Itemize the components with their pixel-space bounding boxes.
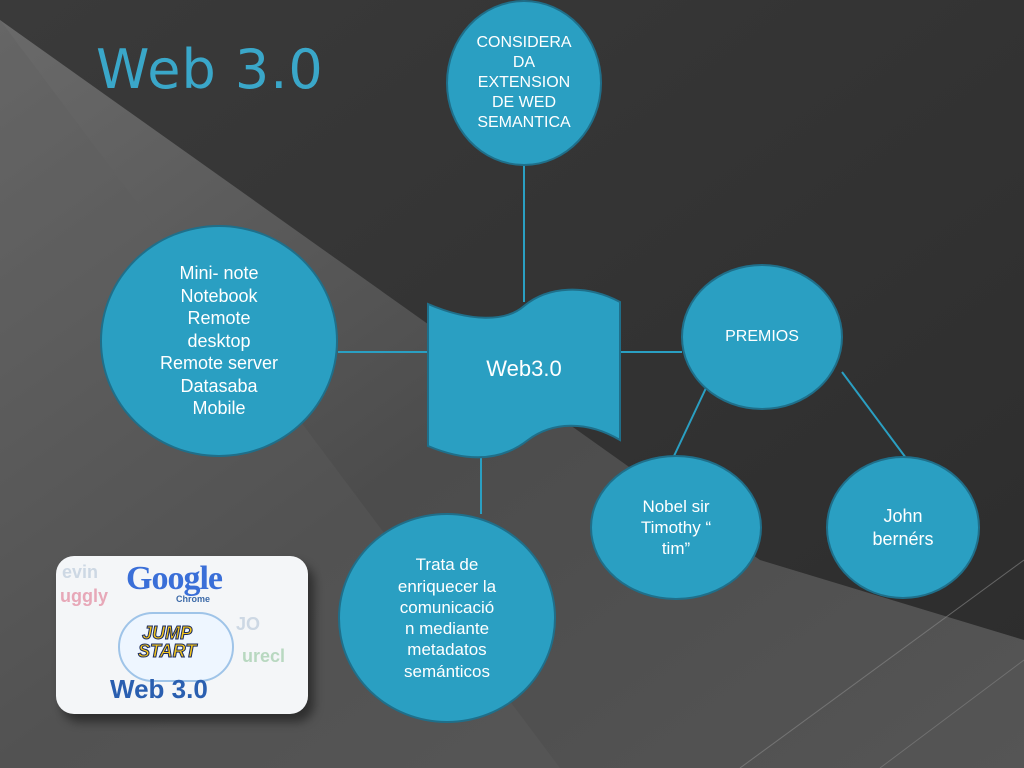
node-trata-line: n mediante: [404, 619, 490, 638]
logo-background-text: JO: [236, 614, 261, 634]
node-top-line: SEMANTICA: [477, 114, 571, 131]
node-left-line: Mini- note: [179, 263, 259, 284]
node-semantic-extension: CONSIDERA DA EXTENSION DE WED SEMANTICA: [446, 0, 602, 166]
node-trata-line: enriquecer la: [397, 576, 497, 596]
node-premios: PREMIOS: [681, 264, 843, 410]
node-nobel: Nobel sir Timothy “ tim”: [590, 455, 762, 600]
node-devices: Mini- note Notebook Remote desktop Remot…: [100, 225, 338, 457]
logo-background-text: uggly: [60, 586, 108, 606]
logo-chrome-label: Chrome: [176, 594, 211, 604]
connector-john: [841, 371, 907, 459]
node-trata-line: semánticos: [404, 661, 490, 681]
node-top-line: CONSIDERA: [476, 34, 572, 51]
node-left-line: Mobile: [192, 398, 246, 419]
node-nobel-line: tim”: [661, 539, 691, 559]
node-trata-line: comunicació: [399, 597, 495, 617]
node-trata-line: Trata de: [415, 555, 479, 575]
logo-jump-start: JUMP START: [137, 623, 197, 661]
node-premios-label: PREMIOS: [725, 328, 799, 345]
node-left-line: Remote: [187, 308, 251, 329]
node-left-line: Notebook: [180, 285, 258, 306]
node-metadata-description: Trata de enriquecer la comunicació n med…: [338, 513, 556, 723]
slide-title: Web 3.0: [96, 38, 324, 101]
node-top-line: EXTENSION: [477, 74, 571, 91]
node-top-line: DA: [512, 54, 536, 71]
logo-background-text: evin: [62, 562, 99, 582]
connector-nobel: [673, 387, 707, 457]
logo-background-text: urecl: [242, 646, 286, 666]
node-top-line: DE WED: [492, 94, 556, 111]
node-nobel-line: Nobel sir: [642, 496, 710, 516]
cloud-icon: [118, 612, 234, 682]
node-john-berners: John bernérs: [826, 456, 980, 599]
node-john-line: bernérs: [872, 528, 934, 549]
logo-google-wordmark: Google: [126, 560, 223, 597]
node-left-line: desktop: [187, 330, 251, 351]
node-john-line: John: [883, 506, 923, 526]
node-trata-line: metadatos: [407, 640, 487, 660]
node-left-line: Datasaba: [180, 375, 258, 396]
center-node-label: Web3.0: [486, 356, 562, 381]
node-nobel-line: Timothy “: [640, 517, 712, 537]
logo-web3-caption: Web 3.0: [110, 674, 208, 704]
google-chrome-web3-logo-image: evin uggly JO urecl Google Chrome JUMP S…: [56, 556, 308, 714]
node-left-line: Remote server: [159, 353, 279, 374]
